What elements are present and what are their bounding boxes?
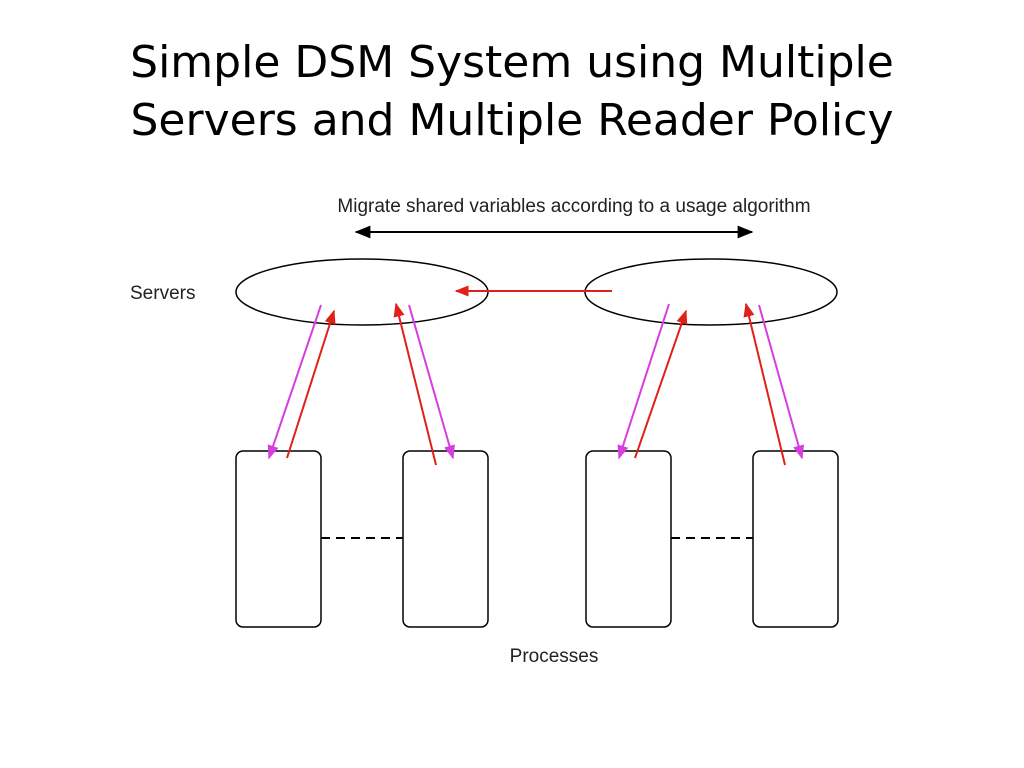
request-arrow-4	[743, 302, 786, 466]
process-box-1	[235, 450, 322, 628]
migrate-caption: Migrate shared variables according to a …	[337, 196, 810, 217]
server-ellipse-right	[584, 258, 838, 326]
processes-label: Processes	[510, 646, 599, 667]
process-box-4	[752, 450, 839, 628]
request-arrow-1	[286, 309, 336, 459]
process-box-3	[585, 450, 672, 628]
reply-arrow-4	[758, 304, 804, 460]
request-arrow-2	[393, 302, 437, 466]
request-arrow-3	[634, 309, 688, 459]
process-box-2	[402, 450, 489, 628]
reply-arrow-3	[617, 303, 670, 460]
slide-title-line-2: Servers and Multiple Reader Policy	[130, 95, 894, 146]
reply-arrow-1	[267, 304, 322, 460]
server-ellipse-left	[235, 258, 489, 326]
slide-title-line-1: Simple DSM System using Multiple	[130, 37, 894, 88]
slide-title: Simple DSM System using Multiple Servers…	[0, 34, 1024, 150]
reply-arrow-2	[408, 304, 455, 460]
servers-label: Servers	[130, 283, 195, 304]
